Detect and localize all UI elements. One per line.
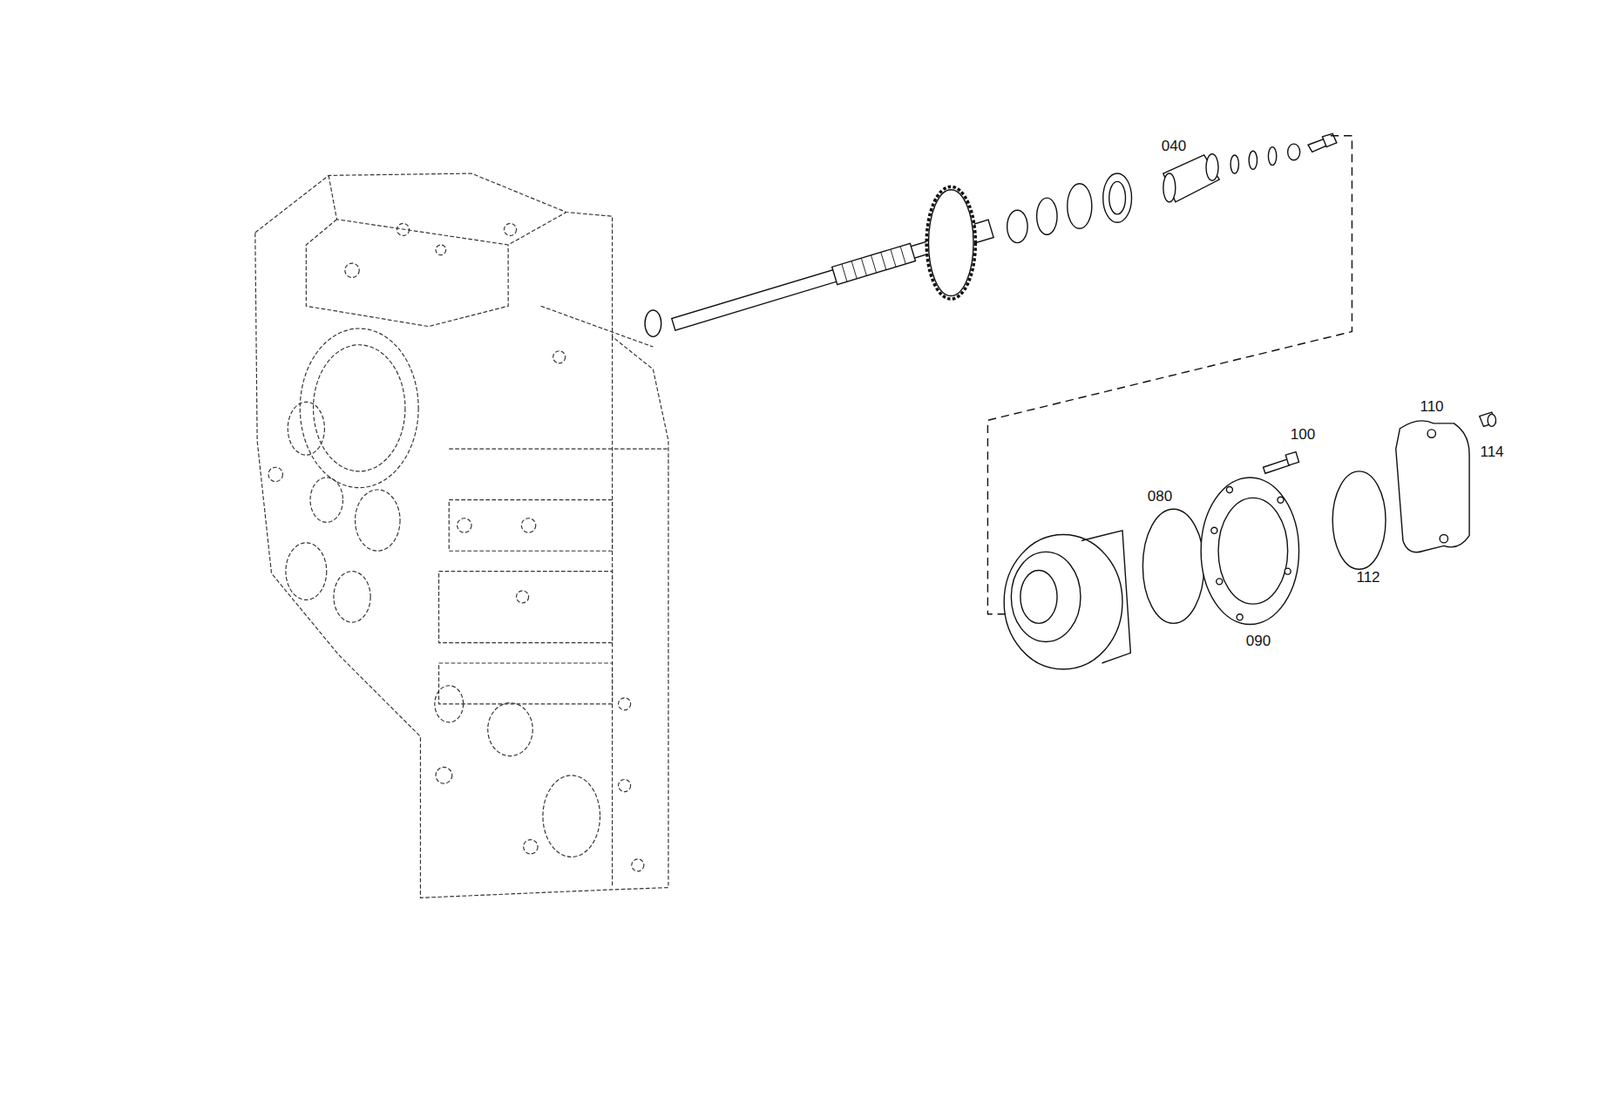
callout-number: 080 bbox=[1147, 488, 1173, 504]
callout-number: 090 bbox=[1246, 633, 1271, 649]
callout-number: 110 bbox=[1419, 399, 1444, 414]
callout-number: 114 bbox=[1479, 444, 1504, 460]
callout-number: 112 bbox=[1355, 569, 1380, 585]
callout-number: 100 bbox=[1290, 427, 1316, 442]
callout-number: 040 bbox=[1161, 138, 1187, 154]
